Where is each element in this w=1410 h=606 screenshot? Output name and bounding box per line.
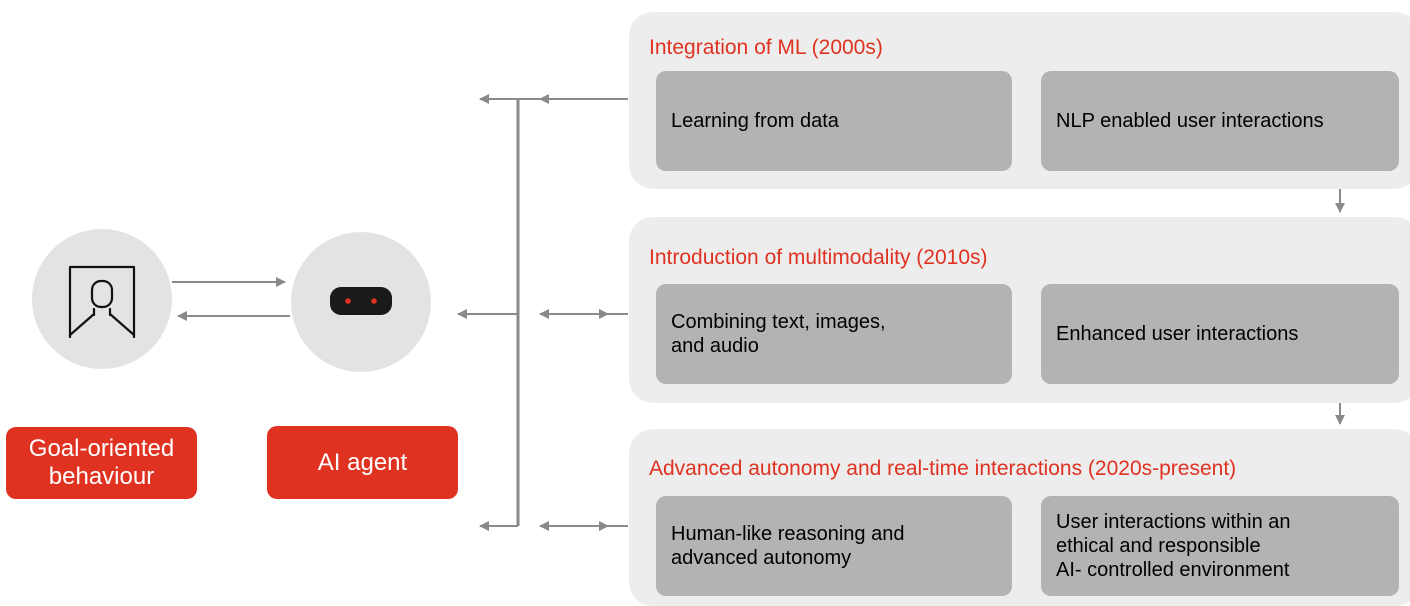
- card-text-line-2: ethical and responsible: [1056, 535, 1261, 557]
- card-text-line-1: Combining text, images,: [671, 311, 886, 333]
- card-learning-from-data: Learning from data: [656, 71, 1012, 171]
- card-combining-modalities: Combining text, images, and audio: [656, 284, 1012, 384]
- card-text: Learning from data: [671, 110, 839, 132]
- era-panel-multimodality: Introduction of multimodality (2010s) Co…: [629, 217, 1410, 403]
- era-title-ml: Integration of ML (2000s): [649, 36, 883, 59]
- ai-agent-label-text: AI agent: [317, 448, 408, 476]
- agent-circle: [291, 232, 431, 372]
- era-title-multimodality: Introduction of multimodality (2010s): [649, 246, 988, 269]
- card-text: NLP enabled user interactions: [1056, 110, 1324, 132]
- human-circle: [32, 229, 172, 369]
- era-panel-ml: Integration of ML (2000s) Learning from …: [629, 12, 1410, 189]
- goal-oriented-behaviour-label: Goal-oriented behaviour: [6, 427, 197, 499]
- card-human-like-reasoning: Human-like reasoning and advanced autono…: [656, 496, 1012, 596]
- person-frame-icon: [68, 265, 136, 339]
- goal-label-line-1: Goal-oriented: [28, 435, 175, 462]
- card-ethical-interactions: User interactions within an ethical and …: [1041, 496, 1399, 596]
- ai-agent-label: AI agent: [267, 426, 458, 499]
- card-enhanced-interactions: Enhanced user interactions: [1041, 284, 1399, 384]
- era-title-autonomy: Advanced autonomy and real-time interact…: [649, 457, 1237, 480]
- card-text-line-1: Human-like reasoning and: [671, 523, 905, 545]
- card-text-line-2: advanced autonomy: [671, 547, 852, 569]
- goal-label-line-2: behaviour: [48, 463, 155, 490]
- robot-face-icon: [330, 287, 392, 315]
- card-text-line-3: AI- controlled environment: [1056, 559, 1290, 581]
- card-text-line-2: and audio: [671, 335, 759, 357]
- card-nlp-interactions: NLP enabled user interactions: [1041, 71, 1399, 171]
- era-panel-autonomy: Advanced autonomy and real-time interact…: [629, 429, 1410, 606]
- card-text: Enhanced user interactions: [1056, 323, 1299, 345]
- card-text-line-1: User interactions within an: [1056, 511, 1291, 533]
